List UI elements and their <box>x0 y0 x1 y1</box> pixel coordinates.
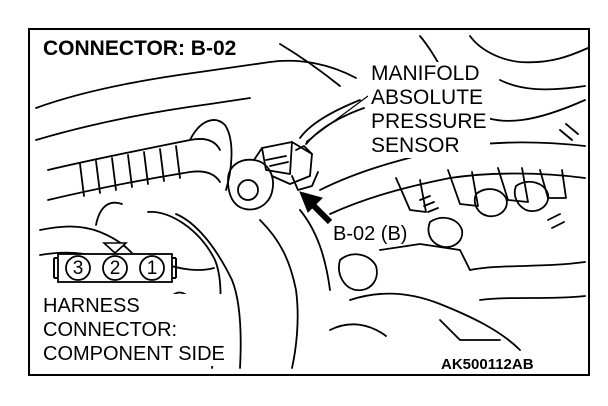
pin-circle-3 <box>65 255 91 281</box>
sensor-label-line: MANIFOLD <box>371 62 480 85</box>
pin-circle-1 <box>139 255 165 281</box>
pin-number-1: 1 <box>146 258 158 279</box>
diagram-code: AK500112AB <box>438 357 537 372</box>
pin-number-2: 2 <box>109 258 121 279</box>
connector-title: CONNECTOR: B-02 <box>40 38 240 59</box>
harness-label-line: COMPONENT SIDE <box>43 343 225 365</box>
callout-arrow-head <box>299 191 323 213</box>
connector-symbol <box>53 242 177 283</box>
connector-callout-label: B-02 (B) <box>330 224 411 244</box>
connector-key-triangle <box>101 242 129 255</box>
frame-border <box>28 28 590 376</box>
harness-label-line: CONNECTOR: <box>43 319 178 341</box>
sensor-label-line: ABSOLUTE <box>371 86 484 109</box>
pin-number-3: 3 <box>72 258 84 279</box>
sensor-leader-line <box>305 95 369 143</box>
engine-linework <box>35 35 589 369</box>
harness-side-label: HARNESS CONNECTOR: COMPONENT SIDE <box>40 294 228 366</box>
pin-circle-2 <box>102 255 128 281</box>
harness-label-line: HARNESS <box>43 295 140 317</box>
sensor-label-line: SENSOR <box>371 134 460 157</box>
sensor-label-line: PRESSURE <box>371 110 487 133</box>
sensor-name-label: MANIFOLD ABSOLUTE PRESSURE SENSOR <box>368 62 490 158</box>
callout-arrow-shaft <box>311 203 333 225</box>
